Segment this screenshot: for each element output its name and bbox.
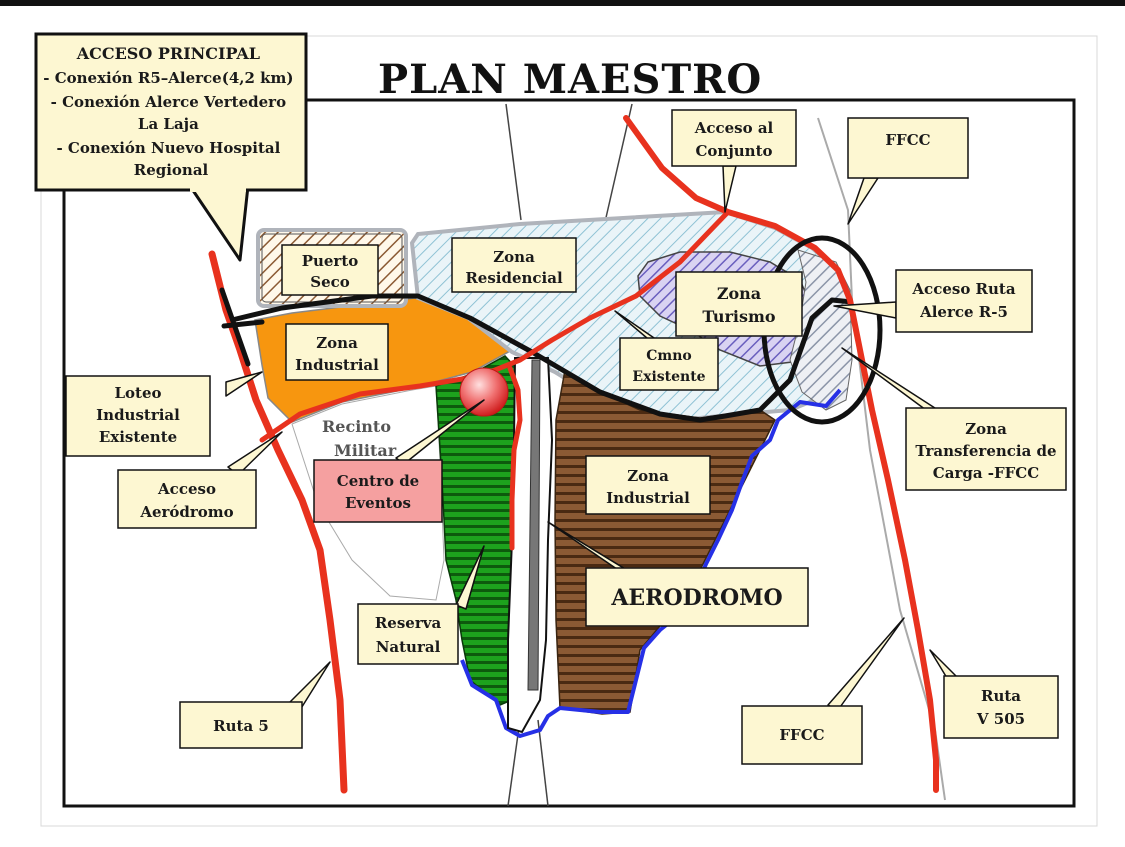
- recinto-militar-line-1: Recinto: [322, 417, 391, 436]
- centro-eventos-line-2: Eventos: [345, 494, 411, 512]
- svg-text:Ruta 5: Ruta 5: [213, 717, 269, 735]
- svg-text:FFCC: FFCC: [885, 131, 930, 149]
- acceso-aerodromo-line-2: Aeródromo: [139, 503, 233, 521]
- loteo-industrial-label: [65, 375, 211, 457]
- zona-turismo-label: [675, 271, 803, 337]
- puerto-seco-label: [281, 244, 379, 296]
- acceso-conjunto-label: [671, 109, 797, 167]
- acceso-aerodromo-road: [507, 365, 523, 551]
- ffcc-top-label: [847, 117, 969, 179]
- aerodromo-label: [585, 567, 809, 627]
- ruta5-label: [179, 701, 303, 749]
- svg-text:Recinto Militar: Recinto Militar: [322, 417, 397, 460]
- reserva-natural-line-1: Reserva: [375, 614, 442, 632]
- zona-turismo-line-2: Turismo: [702, 307, 776, 326]
- zona-industrial-west-line-2: Industrial: [295, 356, 379, 374]
- acceso-conjunto-line-2: Conjunto: [695, 142, 772, 160]
- callout-line-5: Regional: [134, 161, 209, 179]
- red-roads: [208, 115, 939, 794]
- map-title: PLAN MAESTRO: [378, 56, 762, 103]
- callout-line-4: - Conexión Nuevo Hospital: [56, 139, 280, 157]
- cmno-existente-label: [619, 337, 719, 391]
- zona-residencial-line-2: Residencial: [465, 269, 563, 287]
- svg-text:AERODROMO: AERODROMO: [610, 585, 782, 611]
- svg-text:FFCC: FFCC: [779, 726, 824, 744]
- zona-transferencia-label: [905, 407, 1067, 491]
- zona-turismo-line-1: Zona: [717, 284, 761, 303]
- zona-residencial-label: [451, 237, 577, 293]
- leader-lines: [225, 165, 961, 711]
- zona-industrial-west-line-1: Zona: [316, 334, 358, 352]
- centro-eventos-marker: [459, 367, 509, 417]
- centro-eventos-label: [313, 459, 443, 523]
- puerto-seco-line-1: Puerto: [302, 252, 359, 270]
- loteo-industrial-line-2: Industrial: [96, 406, 180, 424]
- camino-existente: [231, 293, 853, 423]
- recinto-militar-line-2: Militar: [334, 441, 397, 460]
- zona-industrial-west-label: [285, 323, 389, 381]
- loteo-industrial-line-1: Loteo: [114, 384, 161, 402]
- callout-line-1: - Conexión R5–Alerce(4,2 km): [43, 69, 293, 87]
- acceso-principal-marker: [219, 287, 265, 367]
- ruta-v505-line-2: V 505: [976, 710, 1025, 728]
- river-edge: [460, 388, 842, 738]
- zona-residencial-line-1: Zona: [493, 248, 535, 266]
- svg-text:ACCESO PRINCIPAL - Conexió: ACCESO PRINCIPAL - Conexión R5–Alerce(4,…: [43, 44, 299, 179]
- acceso-conjunto-line-1: Acceso al: [694, 119, 774, 137]
- zona-industrial-east-line-2: Industrial: [606, 489, 690, 507]
- zona-transferencia-line-2: Transferencia de: [915, 442, 1056, 460]
- puerto-seco-line-2: Seco: [310, 273, 350, 291]
- acceso-aerodromo-line-1: Acceso: [157, 480, 216, 498]
- centro-eventos-line-1: Centro de: [337, 472, 419, 490]
- zona-transferencia-line-3: Carga -FFCC: [933, 464, 1039, 482]
- cmno-existente-line-2: Existente: [632, 369, 705, 385]
- ffcc-bottom-label: [741, 705, 863, 765]
- zona-industrial-east-label: [585, 455, 711, 515]
- acceso-ruta-label: [895, 269, 1033, 333]
- ruta-5-road: [208, 250, 348, 794]
- zona-industrial-east-line-1: Zona: [627, 467, 669, 485]
- loteo-industrial-line-3: Existente: [99, 428, 177, 446]
- acceso-principal-callout: [34, 32, 308, 192]
- ruta-v505-label: [943, 675, 1059, 739]
- callout-line-2: - Conexión Alerce Vertedero: [51, 93, 286, 111]
- acceso-conjunto-road: [259, 209, 731, 443]
- zona-transferencia-line-1: Zona: [965, 420, 1007, 438]
- ruta-v505-road: [623, 115, 939, 793]
- callout-heading: ACCESO PRINCIPAL: [76, 44, 260, 63]
- acceso-aerodromo-label: [117, 469, 257, 529]
- ruta-v505-line-1: Ruta: [981, 687, 1021, 705]
- reserva-natural-line-2: Natural: [376, 638, 441, 656]
- cmno-existente-line-1: Cmno: [646, 348, 691, 364]
- callout-line-3: La Laja: [138, 115, 199, 133]
- ffcc-bottom-text: FFCC: [779, 726, 824, 744]
- acceso-ruta-line-1: Acceso Ruta: [911, 280, 1015, 298]
- acceso-ruta-line-2: Alerce R-5: [919, 303, 1008, 321]
- aerodromo-text: AERODROMO: [610, 585, 782, 611]
- ffcc-top-text: FFCC: [885, 131, 930, 149]
- ruta5-text: Ruta 5: [213, 717, 269, 735]
- reserva-natural-label: [357, 603, 459, 665]
